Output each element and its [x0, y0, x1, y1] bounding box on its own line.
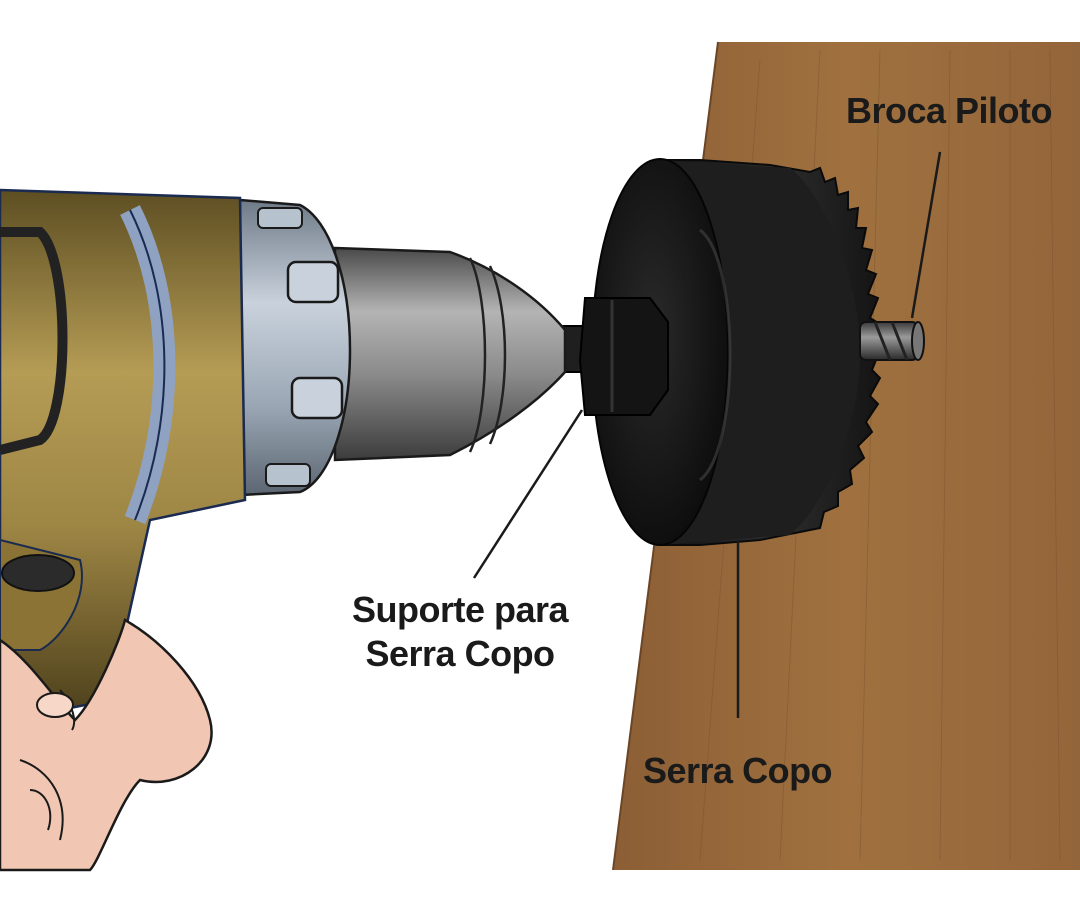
label-broca-piloto: Broca Piloto — [846, 90, 1053, 131]
leader-suporte — [472, 409, 584, 579]
label-suporte-line2: Serra Copo — [365, 633, 556, 674]
drill-body-illustration — [0, 188, 247, 712]
leader-lines — [472, 151, 942, 718]
hand-illustration — [0, 618, 213, 872]
arbor-illustration — [559, 297, 669, 416]
label-serra-copo: Serra Copo — [643, 750, 833, 791]
drill-collar-illustration — [238, 198, 352, 497]
leader-broca-piloto — [910, 151, 942, 319]
label-suporte-para-serra-copo: Suporte para Serra Copo — [352, 588, 569, 676]
drill-chuck-illustration — [333, 246, 567, 462]
pilot-bit-illustration — [859, 321, 925, 361]
label-suporte-line1: Suporte para — [352, 589, 569, 630]
